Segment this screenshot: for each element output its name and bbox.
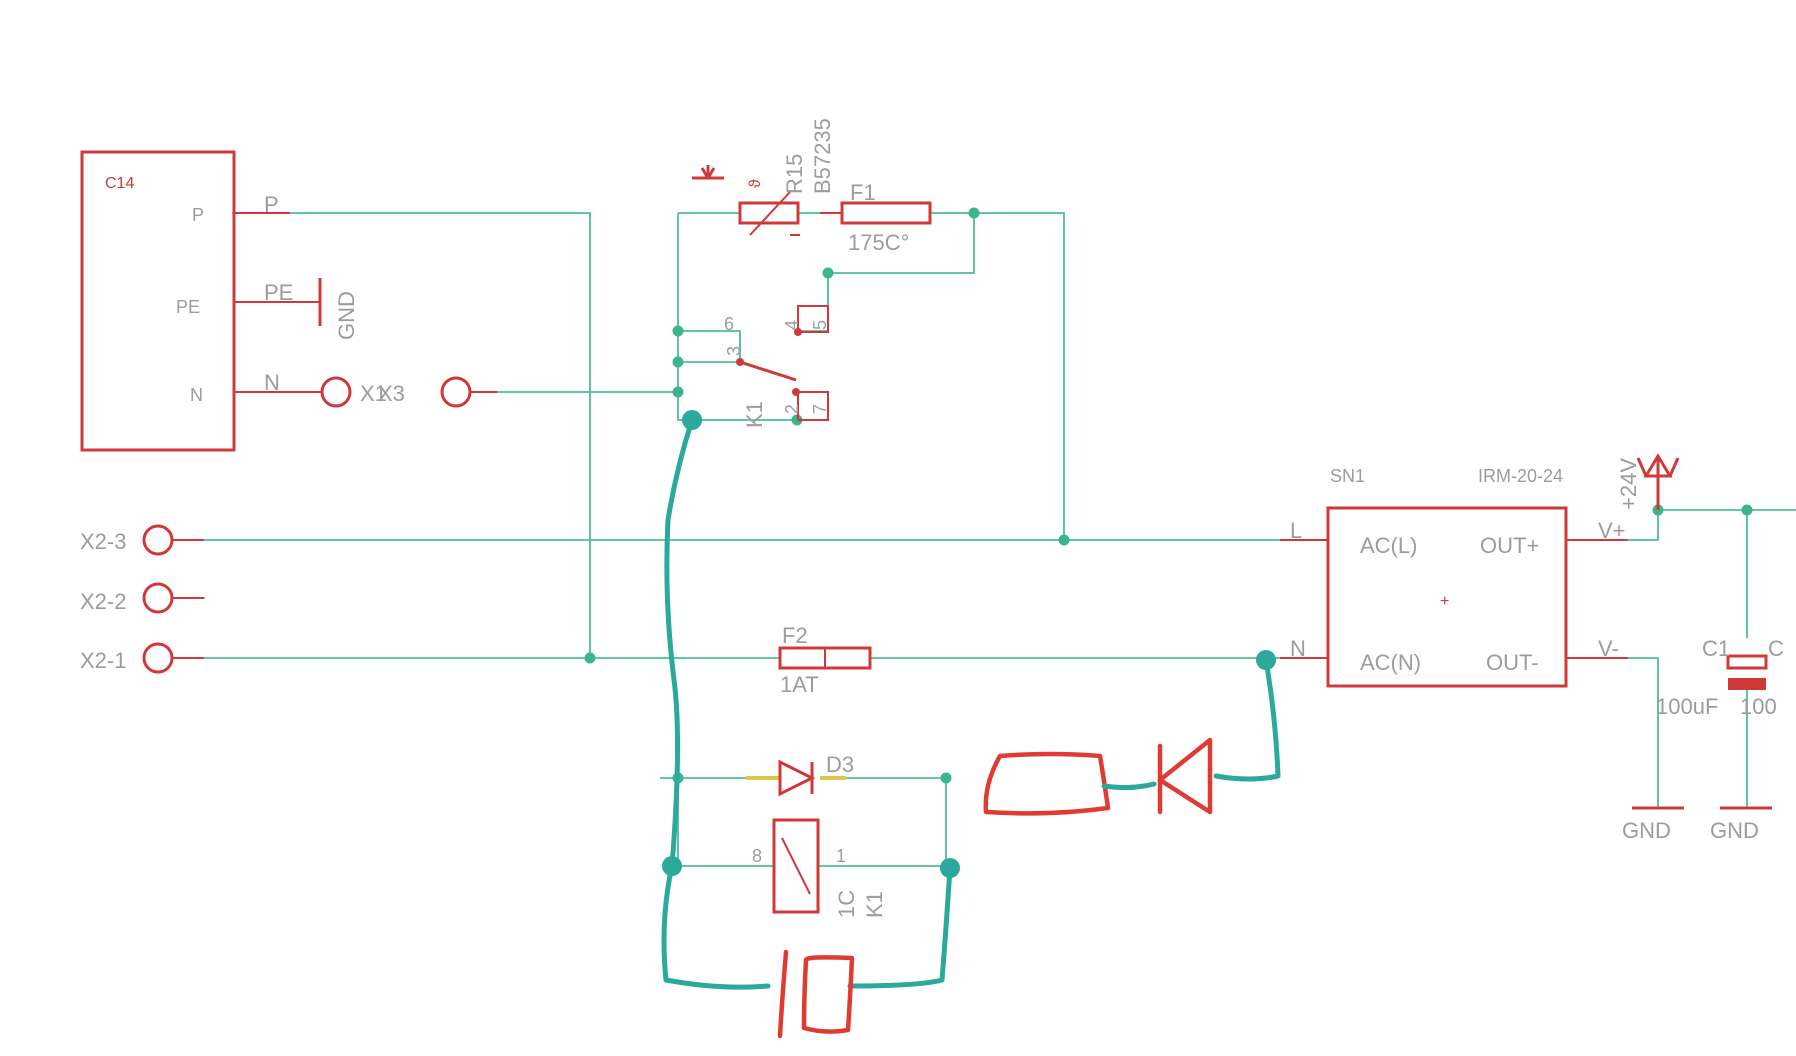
terminal-x1-label: X1 — [360, 381, 387, 406]
thermistor-symbol: ϑ — [747, 179, 764, 188]
coil-tag: 1C — [834, 890, 859, 918]
terminal-x2-3-label: X2-3 — [80, 529, 126, 554]
fuse-f1-rating: 175C° — [848, 230, 909, 255]
fuse-f2-name: F2 — [782, 623, 808, 648]
relay-k1-coil: 8 1 1C K1 — [752, 818, 887, 918]
psu-sn1: SN1 IRM-20-24 AC(L) AC(N) OUT+ OUT- + L … — [1280, 466, 1628, 688]
thermistor-name: R15 — [782, 154, 807, 194]
relay-contacts-name: K1 — [742, 401, 767, 428]
net-label-vminus: V- — [1598, 636, 1619, 661]
fuse-f2: F2 1AT — [778, 623, 872, 697]
net-label-pe: PE — [264, 280, 293, 305]
terminal-x2-2-label: X2-2 — [80, 589, 126, 614]
psu-pin-outp: OUT+ — [1480, 533, 1539, 558]
relay-k1-contacts: 6 3 4 5 2 7 K1 — [724, 305, 830, 428]
connector-pin-p: P — [192, 205, 204, 225]
capacitor-name-2: C — [1768, 636, 1784, 661]
psu-name: SN1 — [1330, 466, 1365, 486]
psu-pin-acl: AC(L) — [1360, 533, 1417, 558]
capacitor-c1: C1 C 100uF 100 — [1656, 636, 1784, 719]
wires — [198, 212, 1796, 867]
ground-symbols: GND GND — [1622, 806, 1772, 843]
fuse-f1: F1 175C° — [820, 180, 932, 255]
net-label-n-right: N — [1290, 636, 1306, 661]
net-label-p: P — [264, 192, 279, 217]
relay-pin-6: 6 — [724, 314, 734, 334]
gnd-vertical-label: GND — [334, 291, 359, 340]
fuse-f2-rating: 1AT — [780, 672, 819, 697]
supply-label: +24V — [1616, 458, 1641, 510]
terminal-x3-label: X3 — [378, 381, 405, 406]
psu-pin-acn: AC(N) — [1360, 650, 1421, 675]
junctions — [584, 207, 1753, 784]
connector-pin-n: N — [190, 385, 203, 405]
gnd-label-1: GND — [1622, 818, 1671, 843]
relay-pin-7: 7 — [810, 404, 830, 414]
terminals-x1-x3: X1 X3 — [320, 376, 497, 408]
psu-model: IRM-20-24 — [1478, 466, 1563, 486]
thermistor-r15: ϑ R15 B57235 — [692, 118, 835, 236]
psu-pin-outn: OUT- — [1486, 650, 1539, 675]
coil-pin-8: 8 — [752, 846, 762, 866]
hand-drawn-annotations — [661, 410, 1281, 1039]
terminal-x2-1-label: X2-1 — [80, 648, 126, 673]
capacitor-value: 100uF — [1656, 694, 1718, 719]
net-label-l: L — [1290, 518, 1302, 543]
diode-name: D3 — [826, 752, 854, 777]
thermistor-part: B57235 — [810, 118, 835, 194]
net-label-vplus: V+ — [1598, 518, 1626, 543]
diode-d3: D3 — [746, 752, 854, 797]
connector-name: C14 — [105, 175, 134, 192]
fuse-f1-name: F1 — [850, 180, 876, 205]
relay-pin-4: 4 — [782, 320, 802, 330]
connector-c14: C14 P PE N P PE N GND — [80, 150, 359, 452]
capacitor-value-2: 100 — [1740, 694, 1777, 719]
supply-24v: +24V — [1616, 453, 1680, 510]
coil-pin-1: 1 — [836, 846, 846, 866]
capacitor-name: C1 — [1702, 636, 1730, 661]
relay-pin-5: 5 — [810, 320, 830, 330]
connector-pin-pe: PE — [176, 297, 200, 317]
terminals-x2: X2-3 X2-2 X2-1 — [80, 524, 204, 674]
relay-pin-3: 3 — [724, 346, 744, 356]
gnd-label-2: GND — [1710, 818, 1759, 843]
relay-pin-2: 2 — [782, 404, 802, 414]
psu-center-mark: + — [1440, 593, 1449, 610]
net-label-n-left: N — [264, 370, 280, 395]
coil-name: K1 — [862, 891, 887, 918]
